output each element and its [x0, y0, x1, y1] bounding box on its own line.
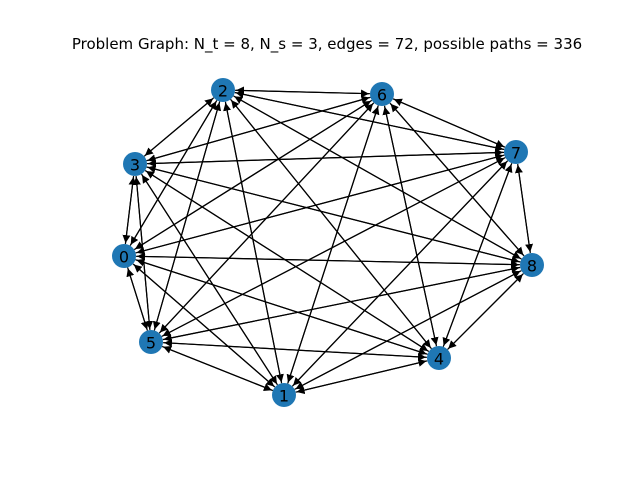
node-circle — [504, 140, 528, 164]
edge-4-3 — [145, 170, 430, 353]
edge-3-2 — [143, 97, 214, 157]
node-1: 1 — [272, 383, 296, 407]
edge-3-0 — [122, 175, 135, 244]
node-4: 4 — [427, 346, 451, 370]
node-6: 6 — [370, 82, 394, 106]
edge-5-1 — [161, 345, 273, 391]
edge-4-0 — [136, 258, 428, 355]
node-label: 7 — [511, 144, 521, 163]
node-label: 6 — [377, 86, 387, 105]
edge-8-5 — [163, 266, 521, 342]
node-label: 3 — [130, 156, 140, 175]
edge-6-1 — [286, 105, 379, 383]
edge-7-6 — [393, 98, 506, 148]
edge-5-0 — [126, 268, 148, 331]
node-label: 2 — [218, 82, 228, 101]
edge-1-0 — [133, 264, 276, 388]
edge-7-1 — [292, 160, 509, 387]
edge-6-2 — [235, 86, 371, 95]
node-circle — [370, 82, 394, 106]
node-label: 0 — [119, 248, 129, 267]
edge-4-2 — [230, 99, 432, 350]
edge-2-0 — [130, 99, 218, 246]
node-circle — [272, 383, 296, 407]
edges-layer — [122, 86, 534, 395]
edge-5-4 — [162, 342, 427, 361]
edge-8-7 — [514, 164, 531, 254]
node-label: 5 — [146, 334, 156, 353]
node-2: 2 — [211, 78, 235, 102]
edge-7-3 — [147, 151, 505, 168]
node-3: 3 — [123, 152, 147, 176]
node-circle — [427, 346, 451, 370]
graph-title: Problem Graph: N_t = 8, N_s = 3, edges =… — [72, 35, 582, 54]
node-label: 1 — [279, 387, 289, 406]
node-label: 8 — [527, 257, 537, 276]
nodes-layer: 0 1 2 3 4 5 6 7 8 — [112, 78, 544, 407]
edge-7-2 — [235, 90, 505, 151]
edge-7-4 — [442, 162, 513, 347]
edge-4-1 — [296, 360, 428, 395]
edge-8-3 — [147, 165, 521, 263]
node-circle — [211, 78, 235, 102]
node-label: 4 — [434, 350, 444, 369]
node-circle — [139, 330, 163, 354]
edge-5-3 — [132, 176, 151, 331]
node-circle — [112, 244, 136, 268]
edge-6-4 — [383, 105, 439, 346]
node-circle — [123, 152, 147, 176]
edge-2-1 — [224, 101, 284, 383]
edge-7-0 — [136, 154, 505, 255]
edge-8-4 — [447, 273, 524, 350]
edge-6-0 — [134, 99, 373, 250]
node-0: 0 — [112, 244, 136, 268]
edge-8-6 — [390, 103, 525, 257]
edge-8-1 — [295, 270, 522, 390]
node-8: 8 — [520, 253, 544, 277]
node-5: 5 — [139, 330, 163, 354]
edge-7-5 — [162, 156, 506, 337]
edge-8-2 — [234, 95, 522, 260]
node-circle — [520, 253, 544, 277]
node-7: 7 — [504, 140, 528, 164]
edge-8-0 — [136, 252, 521, 266]
edge-6-3 — [147, 96, 371, 163]
